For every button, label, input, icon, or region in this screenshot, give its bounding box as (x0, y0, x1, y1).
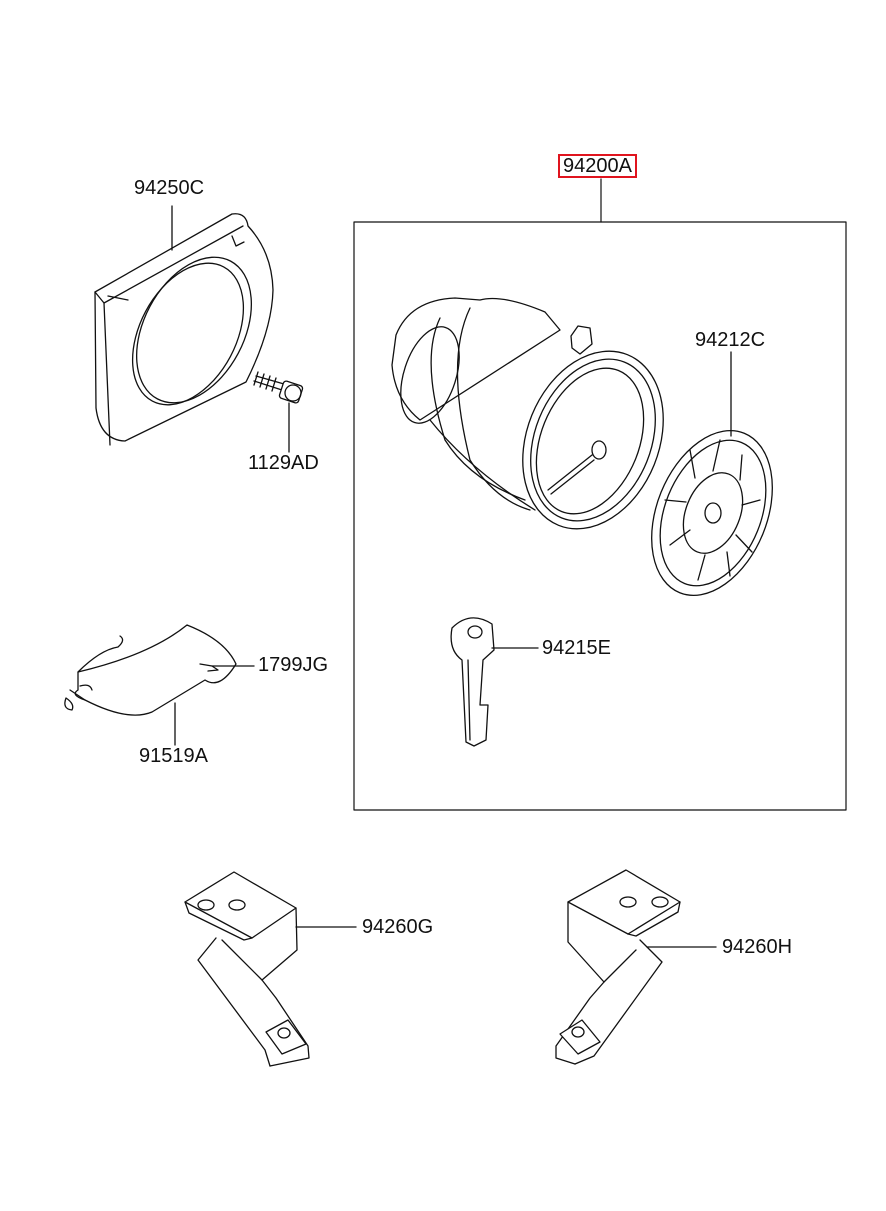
assembly-frame (354, 222, 846, 810)
part-label-face-seal[interactable]: 94212C (695, 329, 766, 351)
bracket-left-drawing (185, 872, 309, 1066)
screw-drawing (254, 372, 303, 404)
gauge-housing-drawing (95, 214, 275, 445)
part-label-assembly[interactable]: 94200A (558, 154, 637, 178)
part-label-gauge-housing[interactable]: 94250C (134, 177, 205, 199)
part-label-wire[interactable]: 1799JG (258, 654, 329, 676)
harness-cover-drawing (65, 625, 236, 715)
face-seal-drawing (629, 413, 795, 614)
part-label-harness-cover[interactable]: 91519A (139, 745, 208, 767)
key-drawing (451, 618, 494, 746)
bracket-right-drawing (556, 870, 680, 1064)
gauge-drawing (390, 298, 689, 550)
part-label-key[interactable]: 94215E (542, 637, 611, 659)
part-label-screw[interactable]: 1129AD (248, 452, 319, 474)
part-label-bracket-left[interactable]: 94260G (362, 916, 434, 938)
part-label-bracket-right[interactable]: 94260H (722, 936, 793, 958)
